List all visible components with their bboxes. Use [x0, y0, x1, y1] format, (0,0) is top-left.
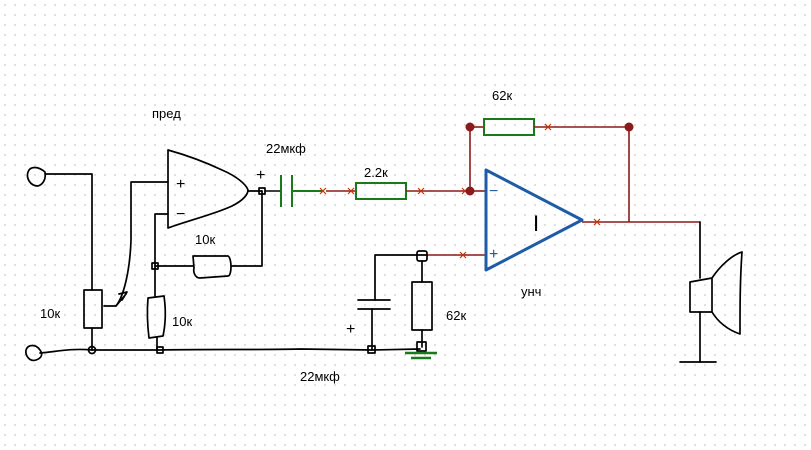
node-pot-gnd	[87, 345, 97, 355]
node-gnd	[416, 341, 427, 352]
preamp-opamp	[167, 149, 249, 229]
cap1-label: 22мкф	[266, 141, 306, 156]
potentiometer	[83, 289, 103, 329]
rbias-label: 62к	[446, 308, 466, 323]
resistor-62k-fb	[483, 118, 535, 136]
wire-bias-top	[374, 254, 427, 301]
pre-fb-label: 10к	[195, 232, 215, 247]
pre-r2-label: 10к	[172, 314, 192, 329]
cap1-plus: +	[256, 167, 265, 184]
preamp-minus: −	[176, 206, 185, 223]
preamp-title: пред	[152, 106, 181, 121]
rfb-x-marks	[544, 123, 552, 131]
wire-jack-top	[44, 173, 93, 291]
pot-label: 10к	[40, 306, 60, 321]
resistor-2k2	[355, 182, 407, 200]
resistor-pre-fb	[192, 255, 232, 279]
r22-label: 2.2к	[364, 165, 388, 180]
cap1-x-marks	[319, 187, 327, 195]
preamp-plus: +	[176, 176, 185, 193]
node-bias-top	[416, 250, 428, 262]
cap2-plus: +	[346, 321, 355, 338]
resistor-62k-bias	[411, 281, 433, 331]
amp-label: унч	[521, 284, 541, 299]
amp-plus: +	[489, 246, 498, 263]
node-fb-left	[465, 122, 475, 132]
power-amp-opamp	[484, 168, 584, 272]
pot-wiper	[103, 291, 128, 307]
input-jack-bottom	[25, 344, 43, 362]
cap2-label: 22мкф	[300, 369, 340, 384]
node-pre-r2-gnd	[156, 346, 164, 354]
wire-wiper	[115, 181, 169, 307]
amp-symbol: I	[533, 211, 539, 236]
wire-pre-minus	[154, 213, 169, 297]
node-fb-right	[624, 122, 634, 132]
node-pre-minus	[151, 262, 159, 270]
speaker	[689, 251, 743, 335]
wire-pre-fb	[231, 190, 263, 267]
input-jack-top	[26, 166, 47, 187]
amp-minus: −	[489, 183, 498, 200]
resistor-pre-gnd	[146, 295, 167, 339]
amp-x-marks	[459, 218, 601, 259]
node-cap2-gnd	[367, 345, 376, 354]
rfb-label: 62к	[492, 88, 512, 103]
wire-ground-bus	[39, 348, 421, 354]
